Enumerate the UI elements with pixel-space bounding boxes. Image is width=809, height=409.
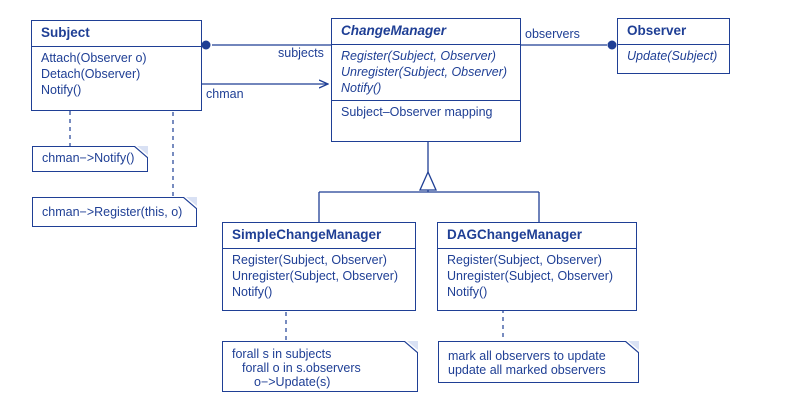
cm-op-notify: Notify()	[341, 81, 382, 95]
class-change-manager-operations: Register(Subject, Observer) Unregister(S…	[332, 44, 520, 100]
class-observer[interactable]: Observer Update(Subject)	[617, 18, 730, 74]
assoc-observers-label: observers	[525, 27, 580, 41]
note-simple-line-2: forall o in s.observers	[242, 361, 361, 375]
inheritance-triangle	[418, 170, 438, 191]
note-subject-attach-text: chman−>Register(this, o)	[42, 205, 183, 219]
note-subject-attach: chman−>Register(this, o)	[32, 197, 197, 227]
class-subject[interactable]: Subject Attach(Observer o) Detach(Observ…	[31, 20, 202, 111]
class-change-manager-attributes: Subject–Observer mapping	[332, 100, 520, 124]
assoc-subjects-label: subjects	[278, 46, 324, 60]
class-observer-operations: Update(Subject)	[618, 44, 729, 68]
class-change-manager-name: ChangeManager	[341, 23, 447, 38]
subject-op-attach: Attach(Observer o)	[41, 51, 147, 65]
simple-op-register: Register(Subject, Observer)	[232, 253, 387, 267]
note-fold-icon	[625, 341, 639, 353]
cm-op-register: Register(Subject, Observer)	[341, 49, 496, 63]
class-subject-operations: Attach(Observer o) Detach(Observer) Noti…	[32, 46, 201, 102]
observer-op-update: Update(Subject)	[627, 49, 718, 63]
note-dag-line-2: update all marked observers	[448, 363, 606, 377]
assoc-observers-line	[521, 40, 617, 50]
note-simple-line-1: forall s in subjects	[232, 347, 332, 361]
note-subject-notify-text: chman−>Notify()	[42, 151, 135, 165]
dag-op-register: Register(Subject, Observer)	[447, 253, 602, 267]
note-fold-icon	[183, 197, 197, 209]
assoc-subjects-line	[201, 40, 331, 50]
subject-op-detach: Detach(Observer)	[41, 67, 141, 81]
assoc-chman-label: chman	[206, 87, 244, 101]
class-subject-name: Subject	[41, 25, 90, 40]
cm-op-unregister: Unregister(Subject, Observer)	[341, 65, 508, 79]
note-dag-notify: mark all observers to update update all …	[438, 341, 639, 383]
assoc-observers-dot	[607, 40, 617, 50]
simple-op-notify: Notify()	[232, 285, 273, 299]
inheritance-tree	[318, 142, 540, 222]
simple-op-unregister: Unregister(Subject, Observer)	[232, 269, 399, 283]
note-fold-icon	[404, 341, 418, 353]
class-dag-change-manager-operations: Register(Subject, Observer) Unregister(S…	[438, 248, 636, 304]
note-simple-notify: forall s in subjects forall o in s.obser…	[222, 341, 418, 392]
class-simple-change-manager-name: SimpleChangeManager	[232, 227, 382, 242]
class-dag-change-manager[interactable]: DAGChangeManager Register(Subject, Obser…	[437, 222, 637, 311]
class-dag-change-manager-name: DAGChangeManager	[447, 227, 583, 242]
subject-op-notify: Notify()	[41, 83, 82, 97]
dag-op-notify: Notify()	[447, 285, 488, 299]
class-simple-change-manager-operations: Register(Subject, Observer) Unregister(S…	[223, 248, 415, 304]
note-fold-icon	[134, 146, 148, 158]
class-observer-name: Observer	[627, 23, 687, 38]
class-simple-change-manager[interactable]: SimpleChangeManager Register(Subject, Ob…	[222, 222, 416, 311]
cm-attr-mapping: Subject–Observer mapping	[341, 105, 493, 119]
note-simple-line-3: o−>Update(s)	[254, 375, 331, 389]
note-subject-notify: chman−>Notify()	[32, 146, 148, 172]
class-change-manager[interactable]: ChangeManager Register(Subject, Observer…	[331, 18, 521, 142]
assoc-subjects-dot	[201, 40, 211, 50]
note-dag-line-1: mark all observers to update	[448, 349, 606, 363]
dag-op-unregister: Unregister(Subject, Observer)	[447, 269, 614, 283]
